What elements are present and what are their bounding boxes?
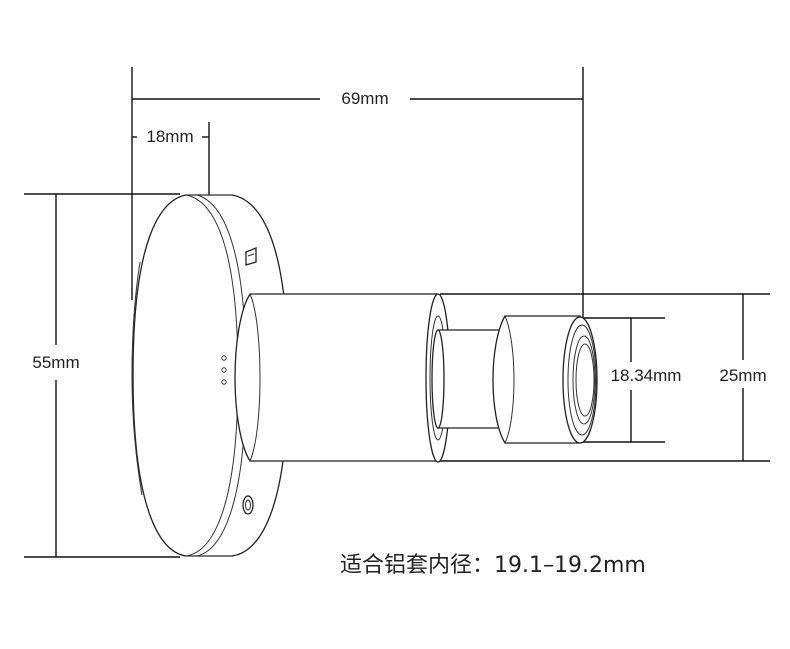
flange-depth-dimension xyxy=(132,122,210,200)
flange-mark xyxy=(245,247,257,266)
inner-diameter-dimension xyxy=(580,317,665,443)
inner-diameter-label: 18.34mm xyxy=(611,366,682,385)
outer-diameter-label: 25mm xyxy=(719,366,766,385)
mount-cylinder xyxy=(234,293,438,462)
flange-vent-holes xyxy=(221,355,227,385)
flange-diameter-dimension xyxy=(24,193,180,558)
overall-length-dimension xyxy=(131,67,584,320)
outer-diameter-dimension xyxy=(440,293,770,462)
lens-neck xyxy=(431,329,501,429)
lens-front xyxy=(562,316,598,444)
flange-diameter-label: 55mm xyxy=(32,353,79,372)
flange-depth-label: 18mm xyxy=(146,127,193,146)
lens-barrel xyxy=(492,315,581,444)
mount-flange xyxy=(131,194,289,557)
fit-note: 适合铝套内径：19.1–19.2mm xyxy=(340,553,646,578)
flange-screw-hole xyxy=(242,495,254,515)
overall-length-label: 69mm xyxy=(341,89,388,108)
